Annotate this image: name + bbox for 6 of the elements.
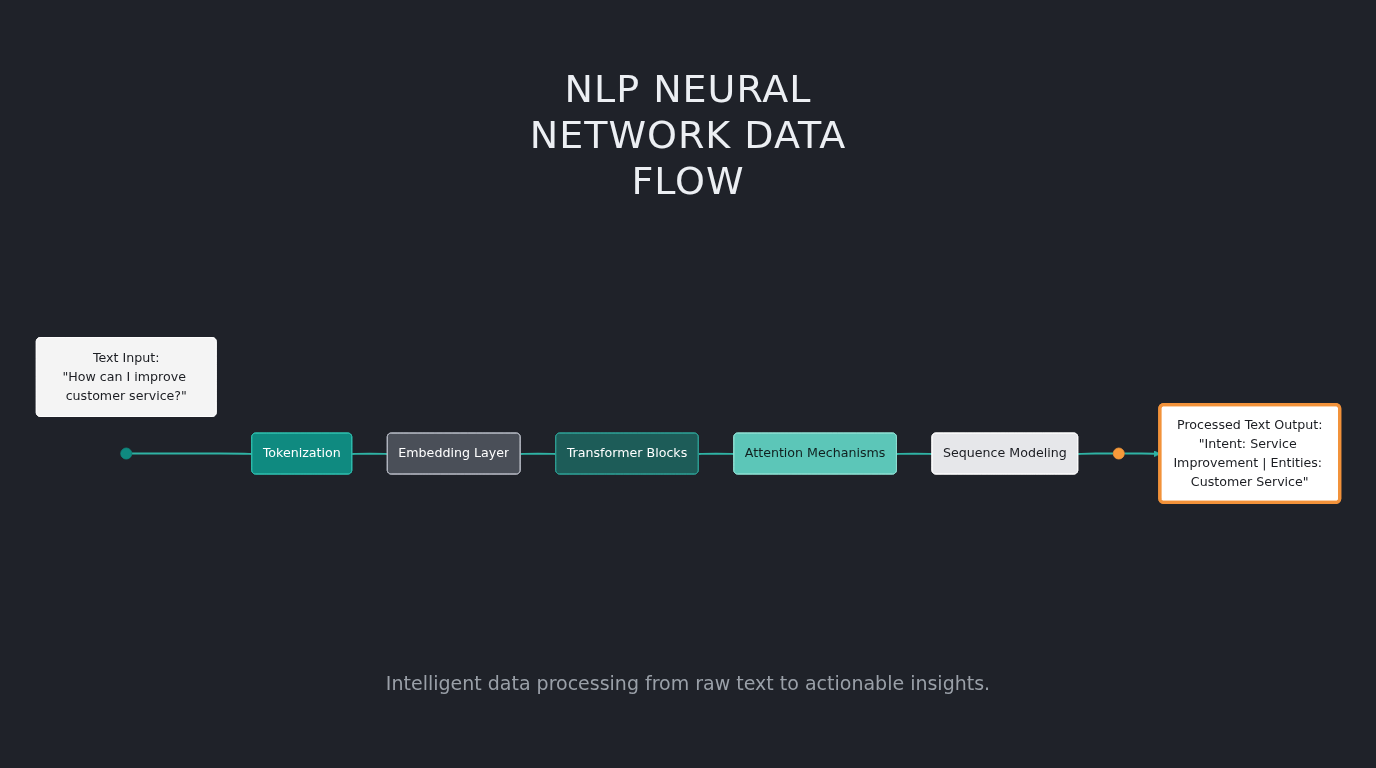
- connector: [351, 452, 389, 455]
- diagram-title: NLP NEURAL NETWORK DATA FLOW: [528, 66, 848, 204]
- diagram-caption: Intelligent data processing from raw text to actionable insights.: [384, 672, 992, 694]
- connector: [1077, 452, 1115, 455]
- node-circle: [1112, 447, 1125, 460]
- node-circle: [120, 447, 133, 460]
